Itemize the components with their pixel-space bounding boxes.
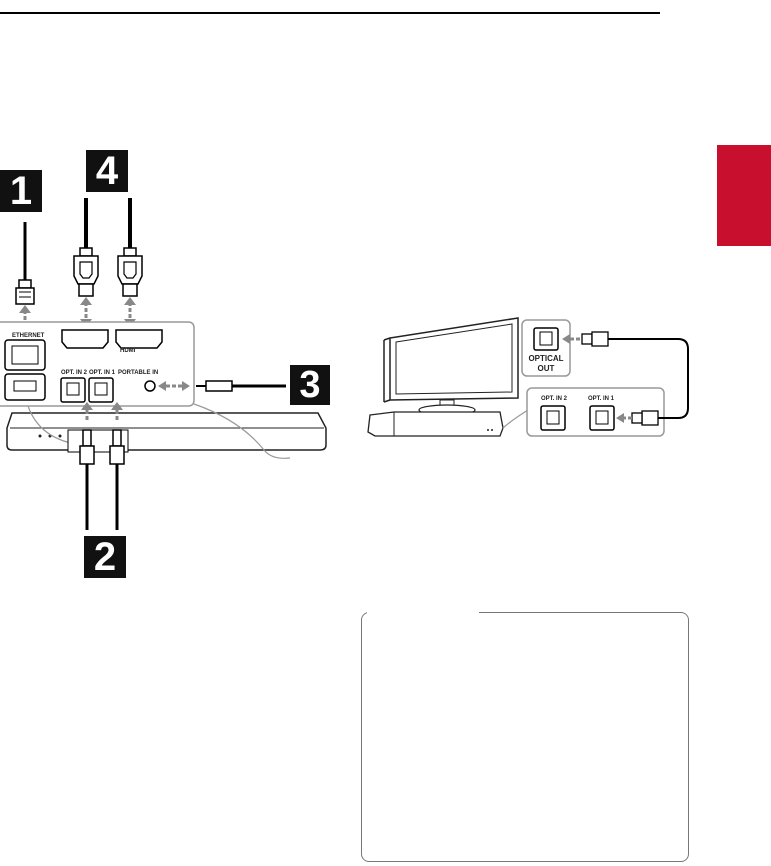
optical-out-label-2: OUT bbox=[538, 364, 555, 373]
tv-illustration bbox=[383, 317, 519, 416]
hdmi-label: HDMI bbox=[120, 348, 136, 354]
optical-out-label-1: OPTICAL bbox=[528, 354, 563, 363]
portable-in-label: PORTABLE IN bbox=[118, 370, 158, 376]
note-box bbox=[361, 612, 689, 862]
hdmi-port-2 bbox=[115, 329, 163, 349]
callout-4: 4 bbox=[86, 150, 128, 192]
top-rule bbox=[0, 12, 660, 14]
ethernet-label: ETHERNET bbox=[12, 333, 45, 339]
hdmi-port-1 bbox=[61, 329, 109, 349]
callout-3: 3 bbox=[290, 365, 330, 405]
callout-2: 2 bbox=[84, 536, 126, 578]
hdmi-cable-left bbox=[73, 198, 99, 327]
right-opt-in-1-label: OPT. IN 1 bbox=[588, 396, 615, 402]
section-side-tab bbox=[717, 145, 771, 246]
right-opt-in-2-label: OPT. IN 2 bbox=[541, 396, 568, 402]
optical-cable bbox=[562, 331, 689, 426]
portable-in-jack bbox=[144, 380, 156, 392]
hdmi-cable-right bbox=[117, 198, 143, 327]
optical-cables bbox=[79, 402, 125, 530]
opt-in-2-label: OPT. IN 2 bbox=[61, 370, 88, 376]
callout-1: 1 bbox=[0, 170, 42, 212]
note-box-tab bbox=[367, 612, 479, 614]
tv-optical-out-panel: OPTICAL OUT bbox=[521, 319, 571, 377]
opt-in-1-label: OPT. IN 1 bbox=[89, 370, 116, 376]
soundbar-optical-panel: OPT. IN 2 OPT. IN 1 bbox=[526, 387, 665, 437]
rear-port-panel: ETHERNET HDMI OPT. IN 2 OPT. IN 1 PORTAB… bbox=[0, 321, 195, 407]
portable-in-cable bbox=[158, 380, 286, 392]
soundbar-right bbox=[367, 409, 529, 437]
